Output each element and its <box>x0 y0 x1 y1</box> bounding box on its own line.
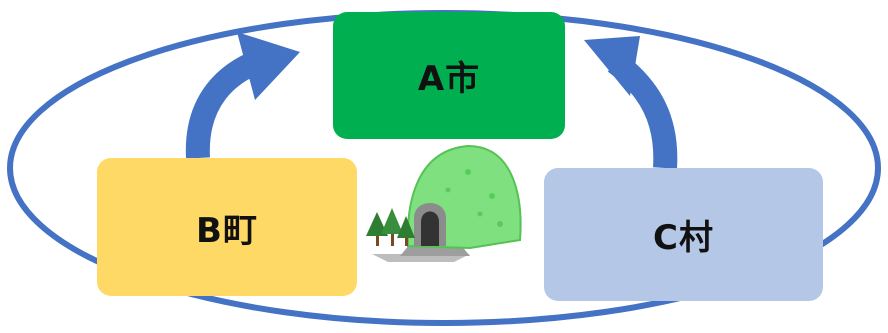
node-a-label: A市 <box>417 59 481 99</box>
node-b-label: B町 <box>196 210 258 251</box>
node-a-city: A市 <box>333 12 565 139</box>
tunnel-icon <box>366 144 522 262</box>
node-c-village: C村 <box>544 168 823 301</box>
node-b-town: B町 <box>97 158 357 296</box>
tree-group <box>366 208 415 246</box>
arrow-c-to-a <box>584 36 678 169</box>
arrow-b-to-a <box>185 32 300 159</box>
node-c-label: C村 <box>653 218 714 258</box>
